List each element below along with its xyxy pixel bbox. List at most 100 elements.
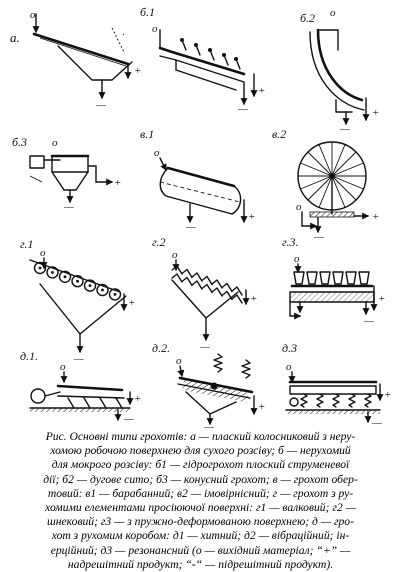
roll-axis	[76, 279, 79, 283]
caption-line: хот з рухомим коробом: д1 — хитний; д2 —…	[51, 529, 350, 543]
roll-axis	[88, 284, 92, 287]
screw-flight	[231, 294, 243, 304]
caption-line: товий: в1 — барабанний; в2 — імовірнісни…	[47, 486, 354, 500]
caption-line: шнековий; г3 — з пружно-деформованою пов…	[47, 515, 354, 529]
panel-g2-oversize-label: +	[250, 293, 257, 305]
panel-d2-oversize-label: +	[258, 401, 265, 413]
panel-g2-label: г.2	[152, 235, 166, 249]
drum-spoke	[331, 175, 346, 208]
screw-flight	[221, 290, 233, 301]
screw-flight	[171, 273, 183, 283]
panel-b2: б.2 о — +	[300, 7, 379, 135]
caption-line: ерційний; д3 — резонансний (о — вихідний…	[50, 543, 351, 557]
elastic-cell	[293, 271, 305, 285]
screw-flight	[181, 268, 193, 279]
elastic-cell	[319, 271, 331, 285]
panel-g1: г.1 о — +	[20, 237, 135, 365]
caption-line: хомою робочою поверхнею для сухого розсі…	[50, 444, 351, 458]
panel-b1-undersize-label: —	[237, 103, 248, 115]
panel-g2-feed-label: о	[172, 249, 178, 261]
panel-b3-label: б.3	[12, 135, 27, 149]
screw-flight	[211, 287, 223, 297]
panel-g1-undersize-label: —	[73, 353, 84, 365]
panel-a-feed-label: о	[30, 9, 36, 21]
elastic-cell	[332, 271, 344, 285]
roll-axis	[63, 275, 67, 279]
panel-b1-label: б.1	[140, 5, 155, 19]
panel-a-label: а.	[10, 30, 20, 45]
panel-d3-feed-label: о	[286, 361, 292, 373]
panel-b3-undersize-label: —	[63, 201, 74, 213]
panel-v1-oversize-label: +	[248, 211, 255, 223]
screw-flight	[201, 275, 213, 286]
roll-axis	[51, 271, 54, 274]
panel-b1-feed-label: о	[152, 23, 158, 35]
panel-b2-feed-label: о	[330, 7, 336, 19]
elastic-cell	[306, 271, 318, 285]
drum-spoke	[318, 175, 333, 208]
panel-b1-oversize-label: +	[258, 85, 265, 97]
panel-v2-label: в.2	[272, 127, 286, 141]
panel-v1-undersize-label: —	[185, 221, 196, 233]
drum-spoke	[300, 175, 333, 190]
panel-d2-label: д.2.	[152, 341, 170, 355]
svg-text:·: ·	[122, 30, 125, 41]
roll	[108, 288, 122, 301]
panel-a-undersize-label: —	[95, 99, 106, 111]
screw-flight	[211, 279, 223, 289]
panel-b2-oversize-label: +	[372, 107, 379, 119]
roll	[58, 270, 72, 283]
panel-d2: д.2. о — +	[152, 341, 265, 430]
panel-b1: б.1 о — +	[140, 5, 265, 115]
roll	[83, 279, 97, 292]
spring	[300, 393, 308, 408]
panel-d1-oversize-label: +	[134, 393, 141, 405]
screw-flight	[231, 286, 243, 296]
screw-flight	[191, 272, 203, 282]
screw-flight	[221, 282, 233, 293]
caption-line: надрешітний продукт; “-“ — підрешітний п…	[67, 557, 334, 571]
panel-d2-undersize-label: —	[203, 421, 214, 430]
panel-d3-label: д.3	[282, 341, 297, 355]
drum-spoke	[331, 175, 364, 190]
panel-b2-undersize-label: —	[339, 123, 350, 135]
elastic-cell	[345, 271, 357, 285]
panel-d1-feed-label: о	[60, 361, 66, 373]
roll-axis	[38, 266, 42, 270]
roll	[71, 275, 84, 288]
panel-d2-feed-label: о	[176, 355, 182, 367]
screw-flight	[181, 276, 193, 287]
panel-b2-label: б.2	[300, 11, 315, 25]
panel-g3: г.3. о + —	[282, 235, 385, 327]
elastic-cell	[358, 271, 370, 285]
drum-spoke	[331, 162, 364, 177]
drum-spoke	[331, 144, 346, 177]
panel-g3-feed-label: о	[294, 253, 300, 265]
drum-spoke	[307, 151, 333, 177]
panel-d3-oversize-label: +	[384, 389, 391, 401]
caption-line: Рис. Основні типи грохотів: а — плаский …	[45, 430, 356, 443]
spring	[332, 393, 340, 408]
panel-v2-undersize-label: —	[313, 231, 324, 243]
caption-line: дії; б2 — дугове сито; б3 — конусний гро…	[43, 472, 358, 486]
panel-v1-feed-label: о	[154, 147, 160, 159]
panel-v2-oversize-label: +	[372, 211, 379, 223]
figure-caption: Рис. Основні типи грохотів: а — плаский …	[6, 430, 395, 572]
panel-b3-oversize-label: +	[114, 177, 121, 189]
caption-line: для мокрого розсіву: б1 — гідрогрохот пл…	[51, 458, 350, 472]
screen-types-figure: а. о — + · б.1 о — + б.2	[10, 5, 391, 430]
panel-g3-oversize-label: +	[378, 293, 385, 305]
panel-g3-undersize-label: —	[363, 315, 374, 327]
panel-d1: д.1. о + —	[20, 349, 141, 425]
screw-flight	[191, 280, 203, 290]
screw-flight	[201, 283, 213, 294]
panel-a: а. о — + ·	[10, 9, 141, 111]
roll-axis	[101, 288, 104, 292]
panel-g1-feed-label: о	[40, 247, 46, 259]
panel-v2: в.2 о — +	[272, 127, 379, 243]
drum-spoke	[331, 151, 357, 177]
panel-a-oversize-label: +	[134, 65, 141, 77]
spring	[348, 393, 356, 408]
drum-spoke	[307, 175, 333, 201]
panel-d3-undersize-label: —	[371, 417, 382, 429]
